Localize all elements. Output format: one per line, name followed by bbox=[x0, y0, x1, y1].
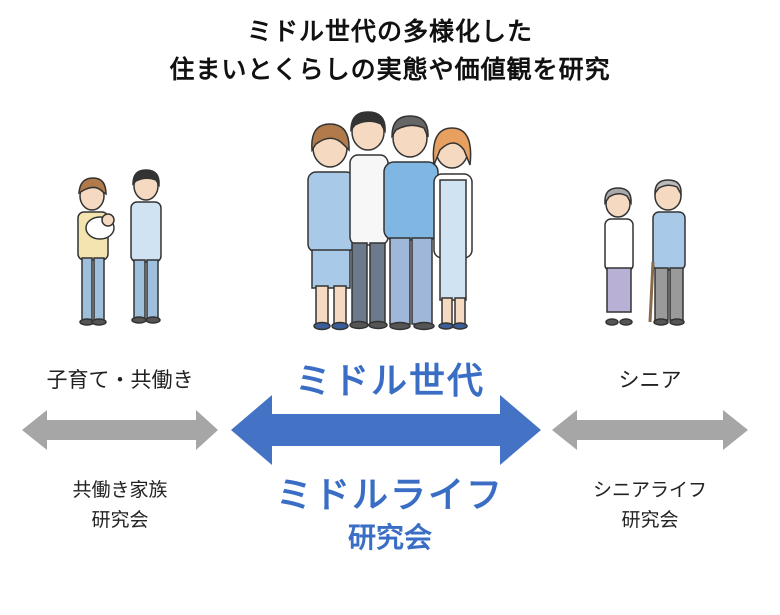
left-double-arrow bbox=[22, 410, 218, 450]
center-double-arrow bbox=[231, 395, 541, 465]
couple-with-baby-illustration bbox=[77, 169, 162, 326]
left-research-group-line-2: 研究会 bbox=[91, 509, 149, 531]
title-line-2: 住まいとくらしの実態や価値観を研究 bbox=[169, 55, 611, 84]
right-category-label: シニア bbox=[618, 368, 682, 392]
right-research-group-line-2: 研究会 bbox=[621, 509, 679, 531]
center-category-label: ミドル世代 bbox=[294, 361, 485, 402]
left-category-label: 子育て・共働き bbox=[46, 368, 194, 392]
right-double-arrow bbox=[552, 410, 748, 450]
family-of-four-illustration bbox=[307, 111, 473, 331]
title-line-1: ミドル世代の多様化した bbox=[246, 17, 533, 46]
left-research-group-line-1: 共働き家族 bbox=[72, 479, 168, 501]
right-research-group-line-1: シニアライフ bbox=[592, 479, 707, 501]
center-research-group-line-2: 研究会 bbox=[347, 521, 432, 554]
center-research-group-line-1: ミドルライフ bbox=[275, 475, 504, 516]
senior-couple-illustration bbox=[604, 179, 686, 326]
